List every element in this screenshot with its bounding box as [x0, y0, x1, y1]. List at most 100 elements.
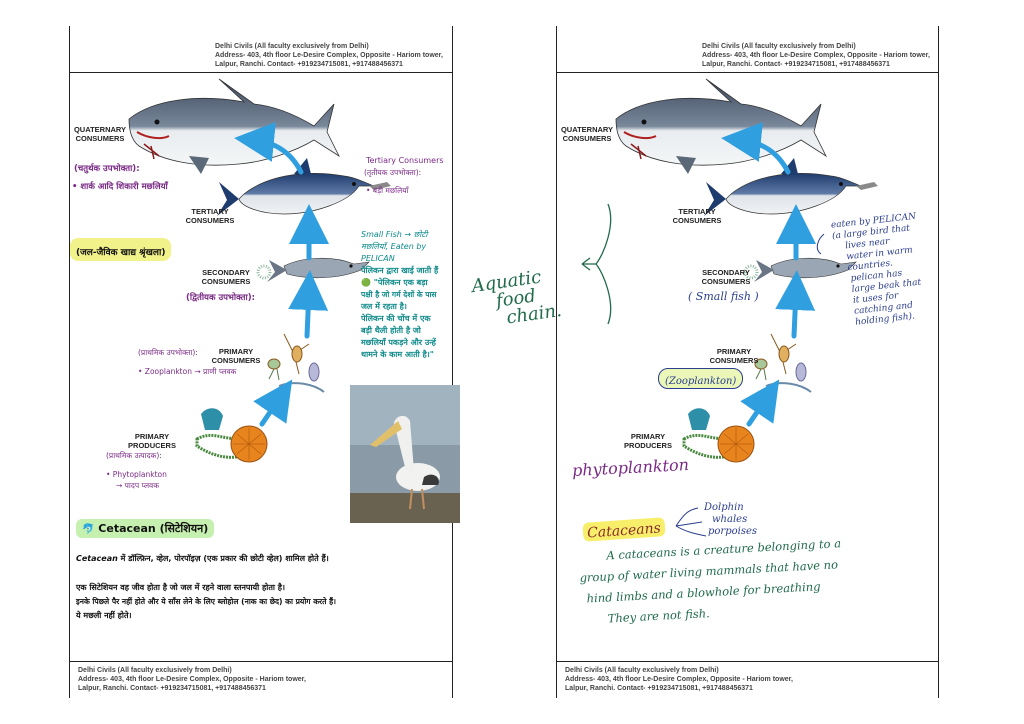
cetacean-line: इनके पिछले पैर नहीं होते और ये साँस लेने…: [76, 597, 337, 606]
right-header-rule: [556, 72, 939, 73]
footer-line-3: Lalpur, Ranchi. Contact- +919234715081, …: [565, 685, 753, 692]
stage-line: SECONDARY: [702, 268, 750, 277]
zooplankton-illustration: [754, 333, 812, 393]
dolphin-icon: 🐬: [82, 524, 95, 535]
pelican-line: पेलिकन द्वारा खाई जाती हैं: [361, 266, 439, 275]
stage-line: CONSUMERS: [672, 216, 722, 225]
left-page-footer: Delhi Civils (All faculty exclusively fr…: [78, 666, 306, 693]
pelican-line: जल में रहता है।: [361, 302, 407, 311]
stage-line: CONSUMERS: [185, 216, 235, 225]
tertiary-hindi-label: (तृतीयक उपभोक्ता):: [364, 168, 422, 177]
small-fish-illustration: [256, 257, 370, 282]
right-page-header: Delhi Civils (All faculty exclusively fr…: [702, 42, 930, 69]
left-header-rule: [69, 72, 453, 73]
pelican-note: Small Fish → छोटी मछलियाँ, Eaten by PELI…: [361, 229, 453, 361]
stage-line: PRIMARY: [716, 347, 752, 356]
aquatic-food-chain-handwritten: Aquatic food chain.: [470, 266, 563, 331]
stage-secondary-consumers: SECONDARY CONSUMERS: [696, 268, 756, 286]
producers-hindi-label: (प्राथमिक उत्पादक):: [106, 451, 162, 460]
header-line-2: Address- 403, 4th floor Le-Desire Comple…: [702, 52, 930, 59]
stage-primary-producers: PRIMARY PRODUCERS: [620, 432, 676, 450]
stage-tertiary-consumers: TERTIARY CONSUMERS: [182, 207, 238, 225]
pelican-line: पक्षी है जो गर्म देशों के पास: [361, 290, 437, 299]
primary-zooplankton-item: • Zooplankton → प्राणी प्लवक: [138, 367, 237, 376]
pelican-line: Small Fish → छोटी: [361, 230, 428, 239]
right-footer-rule: [556, 661, 939, 662]
pelican-line: 🟢 "पेलिकन एक बड़ा: [361, 278, 428, 287]
cataceans-handwritten-definition: A cataceans is a creature belonging to a…: [578, 533, 845, 631]
zooplankton-handwritten: (Zooplankton): [658, 368, 744, 389]
stage-line: PRIMARY: [134, 432, 170, 441]
phytoplankton-illustration: [195, 408, 268, 463]
cetacean-line: ये मछली नहीं होते।: [76, 611, 132, 620]
stage-line: QUATERNARY: [73, 125, 127, 134]
stage-line: PRODUCERS: [624, 441, 672, 450]
header-line-2: Address- 403, 4th floor Le-Desire Comple…: [215, 52, 443, 59]
handwritten-brace: [581, 203, 612, 325]
pelican-line: पेलिकन की चोंच में एक: [361, 314, 431, 323]
stage-tertiary-consumers: TERTIARY CONSUMERS: [669, 207, 725, 225]
stage-line: PRIMARY: [218, 347, 254, 356]
left-page-border-right: [452, 26, 453, 698]
pelican-line: बड़ी थैली होती है जो: [361, 326, 421, 335]
pencil-bracket: [816, 233, 825, 255]
left-page-border-left: [69, 26, 70, 698]
left-page-header: Delhi Civils (All faculty exclusively fr…: [215, 42, 443, 69]
left-food-chain: [128, 78, 391, 463]
cataceans-list-item: Dolphin: [704, 502, 744, 513]
pelican-line: मछलियाँ पकड़ने और उन्हें: [361, 338, 436, 347]
stage-primary-producers: PRIMARY PRODUCERS: [124, 432, 180, 450]
title-text: (जल-जैविक खाद्य श्रृंखला): [76, 248, 166, 258]
stage-line: PRODUCERS: [128, 441, 176, 450]
stage-line: TERTIARY: [191, 207, 229, 216]
cataceans-list: Dolphin whales porpoises: [704, 502, 757, 538]
right-page-footer: Delhi Civils (All faculty exclusively fr…: [565, 666, 793, 693]
header-line-3: Lalpur, Ranchi. Contact- +919234715081, …: [215, 61, 403, 68]
food-chain-arrows: [234, 122, 329, 427]
small-fish-handwritten: ( Small fish ): [688, 290, 759, 303]
stage-quaternary-consumers: QUATERNARY CONSUMERS: [559, 125, 615, 143]
stage-line: CONSUMERS: [211, 356, 261, 365]
cetacean-heading-text: Cetacean (सिटेशियन): [98, 522, 209, 535]
producers-item-1: • Phytoplankton: [106, 470, 167, 479]
stage-line: CONSUMERS: [201, 277, 251, 286]
stage-line: CONSUMERS: [701, 277, 751, 286]
cetacean-italic-word: Cetacean: [76, 554, 118, 563]
footer-line-1: Delhi Civils (All faculty exclusively fr…: [565, 667, 719, 674]
food-chain-arrows: [721, 122, 816, 427]
aquatic-food-chain-title: (जल-जैविक खाद्य श्रृंखला): [70, 238, 172, 261]
zooplankton-illustration: [267, 333, 325, 393]
tertiary-hindi-item: • बड़ी मछलियाँ: [366, 186, 409, 195]
stage-line: CONSUMERS: [709, 356, 759, 365]
cetacean-line: एक सिटेशियन वह जीव होता है जो जल में रहन…: [76, 583, 286, 592]
tuna-illustration: [704, 158, 878, 216]
stage-quaternary-consumers: QUATERNARY CONSUMERS: [72, 125, 128, 143]
cataceans-list-item: whales: [712, 514, 748, 525]
pelican-line: PELICAN: [361, 254, 395, 263]
stage-secondary-consumers: SECONDARY CONSUMERS: [196, 268, 256, 286]
stage-line: PRIMARY: [630, 432, 666, 441]
footer-line-3: Lalpur, Ranchi. Contact- +919234715081, …: [78, 685, 266, 692]
footer-line-1: Delhi Civils (All faculty exclusively fr…: [78, 667, 232, 674]
tertiary-english-label: Tertiary Consumers: [366, 156, 444, 165]
stage-primary-consumers: PRIMARY CONSUMERS: [706, 347, 762, 365]
zooplankton-text: (Zooplankton): [665, 376, 737, 387]
cataceans-list-item: porpoises: [708, 526, 758, 537]
header-line-3: Lalpur, Ranchi. Contact- +919234715081, …: [702, 61, 890, 68]
quaternary-hindi-label: (चतुर्थक उपभोक्ता):: [74, 164, 140, 174]
cataceans-branch-lines: [675, 507, 707, 537]
footer-line-2: Address- 403, 4th floor Le-Desire Comple…: [78, 676, 306, 683]
footer-line-2: Address- 403, 4th floor Le-Desire Comple…: [565, 676, 793, 683]
stage-line: SECONDARY: [202, 268, 250, 277]
right-food-chain: [581, 78, 878, 537]
primary-hindi-label: (प्राथमिक उपभोक्ता):: [138, 348, 198, 357]
stage-line: CONSUMERS: [562, 134, 612, 143]
secondary-hindi-label: (द्वितीयक उपभोक्ता):: [186, 293, 255, 303]
tuna-illustration: [217, 158, 391, 216]
quaternary-hindi-item: • शार्क आदि शिकारी मछलियाँ: [72, 182, 168, 192]
phytoplankton-illustration: [682, 408, 755, 463]
cetacean-para-1-rest: में डॉल्फ़िन, व्हेल, पोरपॉइज़ (एक प्रकार…: [117, 554, 329, 563]
cetacean-paragraph-2: एक सिटेशियन वह जीव होता है जो जल में रहन…: [76, 581, 450, 623]
stage-line: QUATERNARY: [560, 125, 614, 134]
header-line-1: Delhi Civils (All faculty exclusively fr…: [215, 43, 369, 50]
